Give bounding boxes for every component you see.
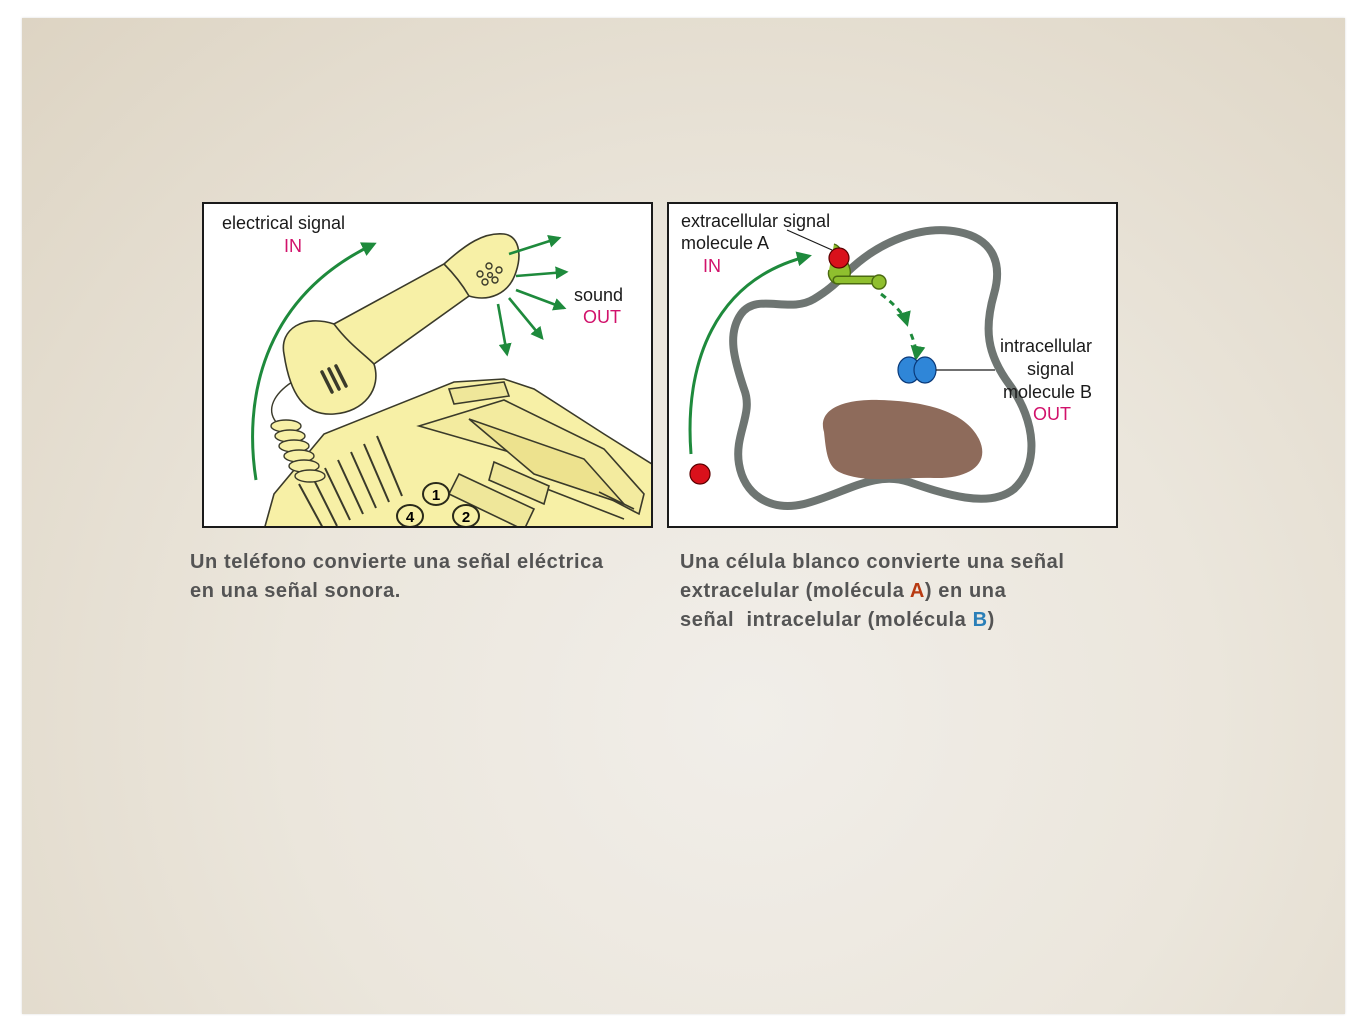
sound-out-tag: OUT — [583, 307, 621, 327]
caption-molecule-a: A — [909, 580, 925, 602]
key-2: 2 — [462, 509, 470, 526]
signal-label: signal — [1027, 359, 1075, 379]
molecule-b-label: molecule B — [1003, 382, 1093, 402]
caption-molecule-b: B — [972, 609, 988, 631]
cell-caption: Una célula blanco convierte una señal ex… — [680, 548, 1065, 635]
keypad: 1 2 4 — [396, 482, 480, 526]
molecule-a-leader — [786, 229, 833, 251]
intracellular-label: intracellular — [1000, 336, 1093, 356]
cell-caption-line1: Una célula blanco convierte una señal — [680, 551, 1065, 573]
cell-panel: extracellular signal molecule A IN intra… — [667, 202, 1118, 528]
telephone-illustration: 1 2 4 — [251, 233, 651, 526]
cell-caption-line3-pre: señal intracelular (molécula — [680, 609, 973, 631]
telephone-base — [264, 378, 651, 526]
telephone-panel: 1 2 4 — [202, 202, 653, 528]
electrical-signal-label: electrical signal — [222, 213, 346, 233]
molecule-a-label: molecule A — [681, 233, 770, 253]
intracellular-dashed-arrows — [880, 292, 926, 361]
cell-caption-line3: señal intracelular (molécula B) — [680, 606, 1065, 635]
coiled-cord — [270, 381, 326, 483]
key-4: 4 — [406, 509, 415, 526]
sound-label: sound — [574, 285, 624, 305]
bound-molecule-a — [828, 247, 850, 269]
molecule-b — [897, 356, 937, 384]
cell-caption-line2: extracelular (molécula A) en una — [680, 577, 1065, 606]
handset — [282, 233, 520, 415]
cell-in-tag: IN — [703, 256, 721, 276]
telephone-caption: Un teléfono convierte una señal eléctric… — [190, 548, 604, 606]
cell-caption-line2-post: ) en una — [924, 580, 1007, 602]
telephone-caption-line2: en una señal sonora. — [190, 580, 401, 602]
free-molecule-a — [689, 463, 711, 485]
sound-output-arrows — [496, 234, 569, 357]
extracellular-signal-label: extracellular signal — [681, 211, 831, 231]
cell-caption-line3-post: ) — [987, 609, 995, 631]
input-signal-arrow — [251, 242, 377, 481]
input-signal-arrow — [688, 251, 812, 455]
telephone-caption-line1: Un teléfono convierte una señal eléctric… — [190, 551, 604, 573]
base-grille-lines — [298, 435, 403, 526]
key-1: 1 — [432, 487, 440, 504]
cell-illustration — [688, 226, 1036, 510]
cell-caption-line2-pre: extracelular (molécula — [680, 580, 910, 602]
cell-out-tag: OUT — [1033, 404, 1071, 424]
electrical-in-tag: IN — [284, 236, 302, 256]
nucleus — [822, 399, 983, 480]
